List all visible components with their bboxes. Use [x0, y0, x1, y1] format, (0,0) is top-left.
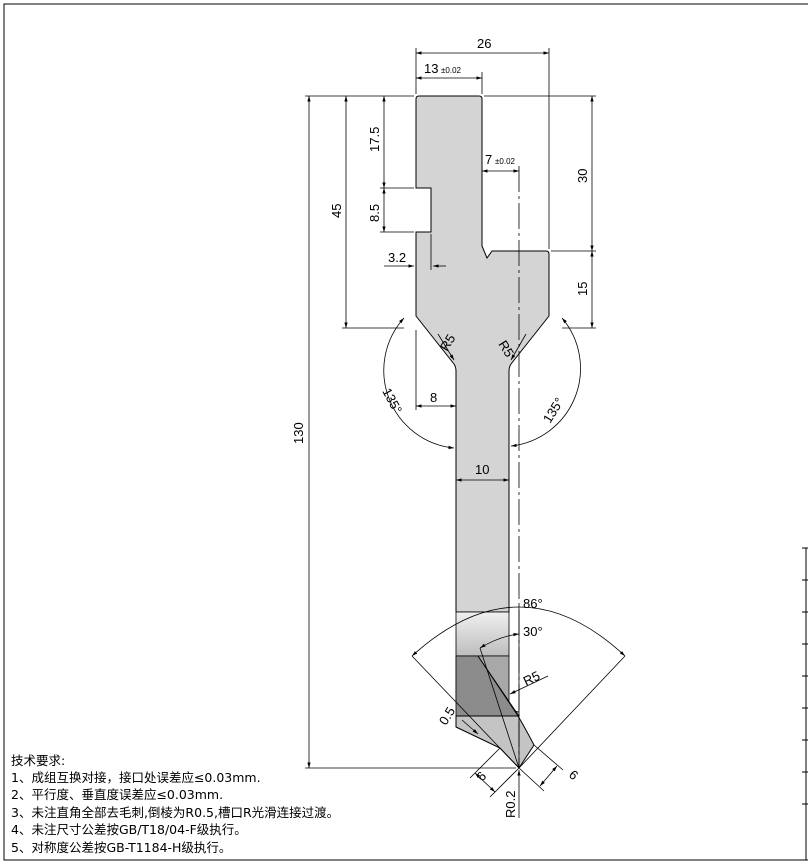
tip-edge — [477, 655, 520, 717]
dim-0-5: 0.5 — [436, 704, 458, 727]
tol-13: ±0.02 — [441, 66, 462, 75]
sheet-border — [3, 3, 808, 861]
dim-6-left: 6 — [474, 768, 490, 784]
dim-17-5: 17.5 — [367, 127, 382, 152]
dim-8-5: 8.5 — [367, 204, 382, 222]
dim-86: 86° — [523, 596, 543, 611]
note-item-4: 4、未注尺寸公差按GB/T18/04-F级执行。 — [11, 822, 247, 837]
dim-6-right: 6 — [566, 767, 581, 783]
dim-30: 30 — [575, 169, 590, 183]
dim-3-2: 3.2 — [388, 250, 406, 265]
note-item-5: 5、对称度公差按GB-T1184-H级执行。 — [11, 840, 232, 855]
note-item-1: 1、成组互换对接，接口处误差应≤0.03mm. — [11, 770, 261, 785]
dim-15: 15 — [575, 282, 590, 296]
notes-heading: 技术要求: — [11, 753, 66, 768]
dim-r5-right: R5 — [495, 338, 517, 360]
part-outline — [415, 95, 550, 613]
dimension-lines — [305, 48, 626, 818]
tool-part — [415, 95, 550, 769]
dim-r0-2: R0.2 — [503, 791, 518, 818]
tol-7: ±0.02 — [495, 157, 516, 166]
dim-45: 45 — [329, 204, 344, 218]
dim-8: 8 — [430, 390, 437, 405]
dim-130: 130 — [291, 422, 306, 444]
dim-26: 26 — [477, 36, 491, 51]
tip-band-light — [455, 611, 510, 657]
dim-135-right: 135° — [540, 395, 567, 426]
dim-30-deg: 30° — [523, 624, 543, 639]
dim-7: 7 — [485, 152, 492, 167]
title-block-edge — [802, 547, 808, 860]
tip-point — [455, 715, 535, 769]
dim-13: 13 — [424, 61, 438, 76]
dim-135-left: 135° — [379, 385, 405, 416]
dim-10: 10 — [475, 462, 489, 477]
note-item-2: 2、平行度、垂直度误差应≤0.03mm. — [11, 787, 224, 802]
dim-r5-left: R5 — [437, 332, 459, 354]
note-item-3: 3、未注直角全部去毛刺,倒棱为R0.5,槽口R光滑连接过渡。 — [11, 805, 340, 820]
dim-r5-tip: R5 — [521, 668, 543, 689]
